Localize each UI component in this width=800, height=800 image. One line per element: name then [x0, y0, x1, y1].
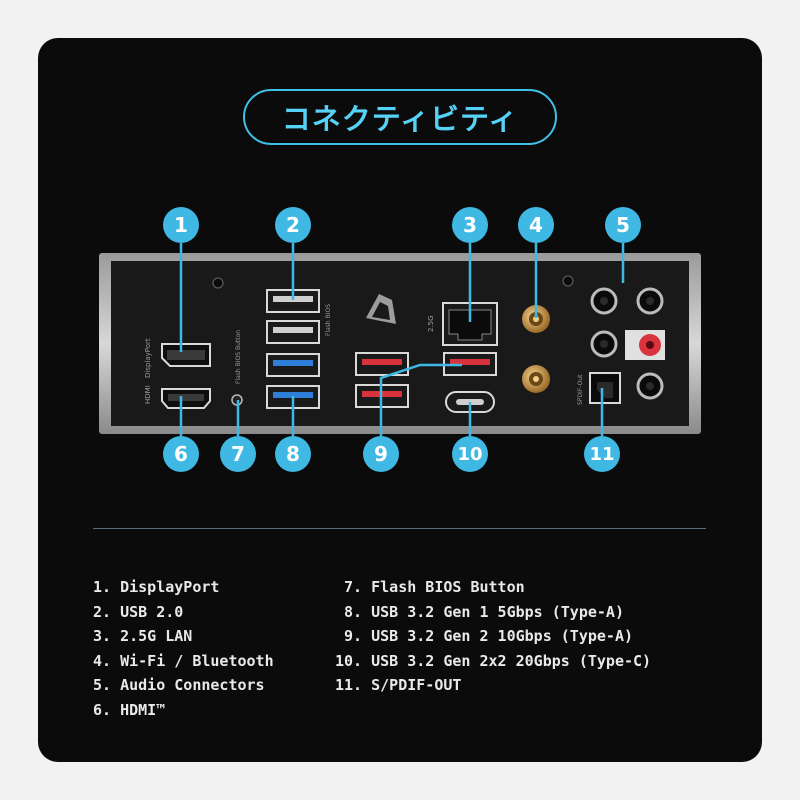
audio-jack-1: [590, 287, 618, 315]
callout-line-9: [379, 363, 462, 436]
audio-jack-3: [590, 330, 618, 358]
legend-item: 2. USB 2.0: [93, 602, 184, 621]
usb2-port-bottom: [266, 320, 320, 344]
audio-jack-4: [636, 372, 664, 400]
page-title: コネクティビティ: [243, 89, 557, 145]
legend-item: 6. HDMI™: [93, 700, 166, 719]
callout-badge-5: 5: [605, 207, 641, 243]
wifi-antenna-top: [522, 305, 550, 333]
callout-badge-9: 9: [363, 436, 399, 472]
legend-right-column: 7. Flash BIOS Button 8. USB 3.2 Gen 1 5G…: [335, 575, 651, 698]
legend-item: 4. Wi-Fi / Bluetooth: [93, 651, 274, 670]
flash-bios-label: Flash BIOS Button: [235, 330, 242, 384]
legend-item: 5. Audio Connectors: [93, 676, 265, 695]
legend-item: 9. USB 3.2 Gen 2 10Gbps (Type-A): [335, 627, 634, 646]
section-divider: [93, 528, 706, 529]
callout-badge-7: 7: [220, 436, 256, 472]
legend-item: 10. USB 3.2 Gen 2x2 20Gbps (Type-C): [335, 651, 652, 670]
audio-jack-mic: [625, 330, 665, 360]
legend-left-column: 1. DisplayPort 2. USB 2.0 3. 2.5G LAN 4.…: [93, 575, 274, 723]
usb3-gen2-port-top: [355, 352, 409, 376]
legend-item: 7. Flash BIOS Button: [335, 578, 525, 596]
legend-item: 11. S/PDIF-OUT: [335, 676, 462, 695]
callout-badge-2: 2: [275, 207, 311, 243]
callout-badge-3: 3: [452, 207, 488, 243]
legend-item: 8. USB 3.2 Gen 1 5Gbps (Type-A): [335, 602, 624, 621]
callout-badge-1: 1: [163, 207, 199, 243]
usb3-gen1-port-top: [266, 353, 320, 377]
spdif-out-port: [589, 372, 621, 404]
screw-hole: [212, 277, 224, 289]
spdif-label: SPDIF-Out: [577, 374, 584, 405]
callout-badge-6: 6: [163, 436, 199, 472]
flash-bios-short-label: Flash BIOS: [325, 304, 332, 336]
callout-badge-4: 4: [518, 207, 554, 243]
lan-label: 2.5G: [427, 315, 435, 332]
legend-item: 3. 2.5G LAN: [93, 627, 193, 646]
wifi-antenna-bottom: [522, 365, 550, 393]
callout-badge-11: 11: [584, 436, 620, 472]
brand-logo: [366, 294, 396, 324]
legend-item: 1. DisplayPort: [93, 578, 220, 596]
hdmi-label: HDMI: [144, 385, 152, 404]
screw-hole: [562, 275, 574, 287]
callout-badge-8: 8: [275, 436, 311, 472]
displayport-port: [161, 343, 211, 367]
displayport-label: DisplayPort: [144, 338, 152, 378]
callout-badge-10: 10: [452, 436, 488, 472]
hdmi-port: [161, 388, 211, 409]
audio-jack-2: [636, 287, 664, 315]
